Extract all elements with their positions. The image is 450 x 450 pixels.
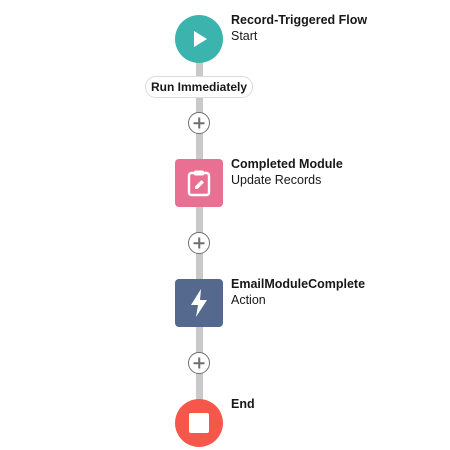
run-immediately-path[interactable]: Run Immediately (145, 76, 253, 98)
start-label: Record-Triggered Flow Start (231, 12, 367, 44)
lightning-icon (191, 289, 207, 317)
action-subtitle: Action (231, 293, 266, 307)
end-title: End (231, 397, 255, 411)
end-label: End (231, 396, 255, 412)
start-node[interactable] (175, 15, 223, 63)
add-element-button[interactable] (188, 112, 210, 134)
clipboard-edit-icon (187, 170, 211, 197)
start-title: Record-Triggered Flow (231, 13, 368, 27)
update-records-title: Completed Module (231, 157, 343, 171)
end-node[interactable] (175, 399, 223, 447)
start-subtitle: Start (231, 29, 258, 43)
action-title: EmailModuleComplete (231, 277, 366, 291)
update-records-node[interactable] (175, 159, 223, 207)
update-records-subtitle: Update Records (231, 173, 322, 187)
action-label: EmailModuleComplete Action (231, 276, 365, 308)
connector-line (196, 60, 203, 160)
add-element-button[interactable] (188, 352, 210, 374)
action-node[interactable] (175, 279, 223, 327)
stop-icon (189, 413, 209, 433)
update-records-label: Completed Module Update Records (231, 156, 343, 188)
play-icon (194, 31, 207, 47)
add-element-button[interactable] (188, 232, 210, 254)
